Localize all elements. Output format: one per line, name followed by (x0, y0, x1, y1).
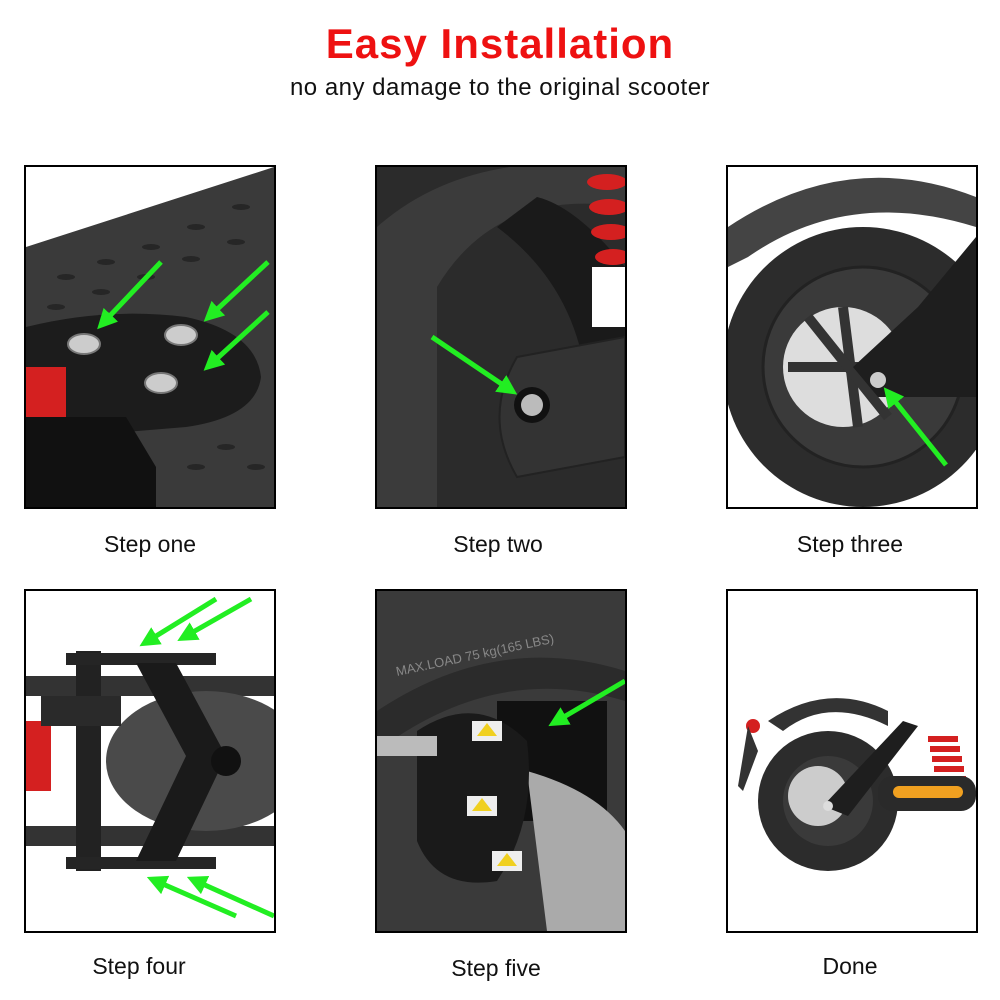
step-one-caption: Step one (103, 531, 197, 557)
page-subtitle: no any damage to the original scooter (289, 74, 711, 101)
step-three-image (726, 165, 978, 509)
assembled-scooter-illustration (728, 591, 976, 931)
step-two-image (375, 165, 627, 509)
deck-plate-illustration (26, 167, 274, 507)
brake-caliper-illustration: MAX.LOAD 75 kg(165 LBS) (377, 591, 625, 931)
bottom-bracket-illustration (26, 591, 274, 931)
rear-wheel-illustration (728, 167, 976, 507)
step-four-image (24, 589, 276, 933)
step-one-image (24, 165, 276, 509)
step-three-caption: Step three (796, 531, 904, 557)
page-title: Easy Installation (325, 20, 675, 67)
fender-bracket-illustration (377, 167, 625, 507)
step-four-caption: Step four (92, 953, 186, 979)
done-image (726, 589, 978, 933)
done-caption: Done (822, 953, 878, 979)
step-five-image: MAX.LOAD 75 kg(165 LBS) (375, 589, 627, 933)
step-two-caption: Step two (453, 531, 543, 557)
step-five-caption: Step five (451, 955, 541, 981)
